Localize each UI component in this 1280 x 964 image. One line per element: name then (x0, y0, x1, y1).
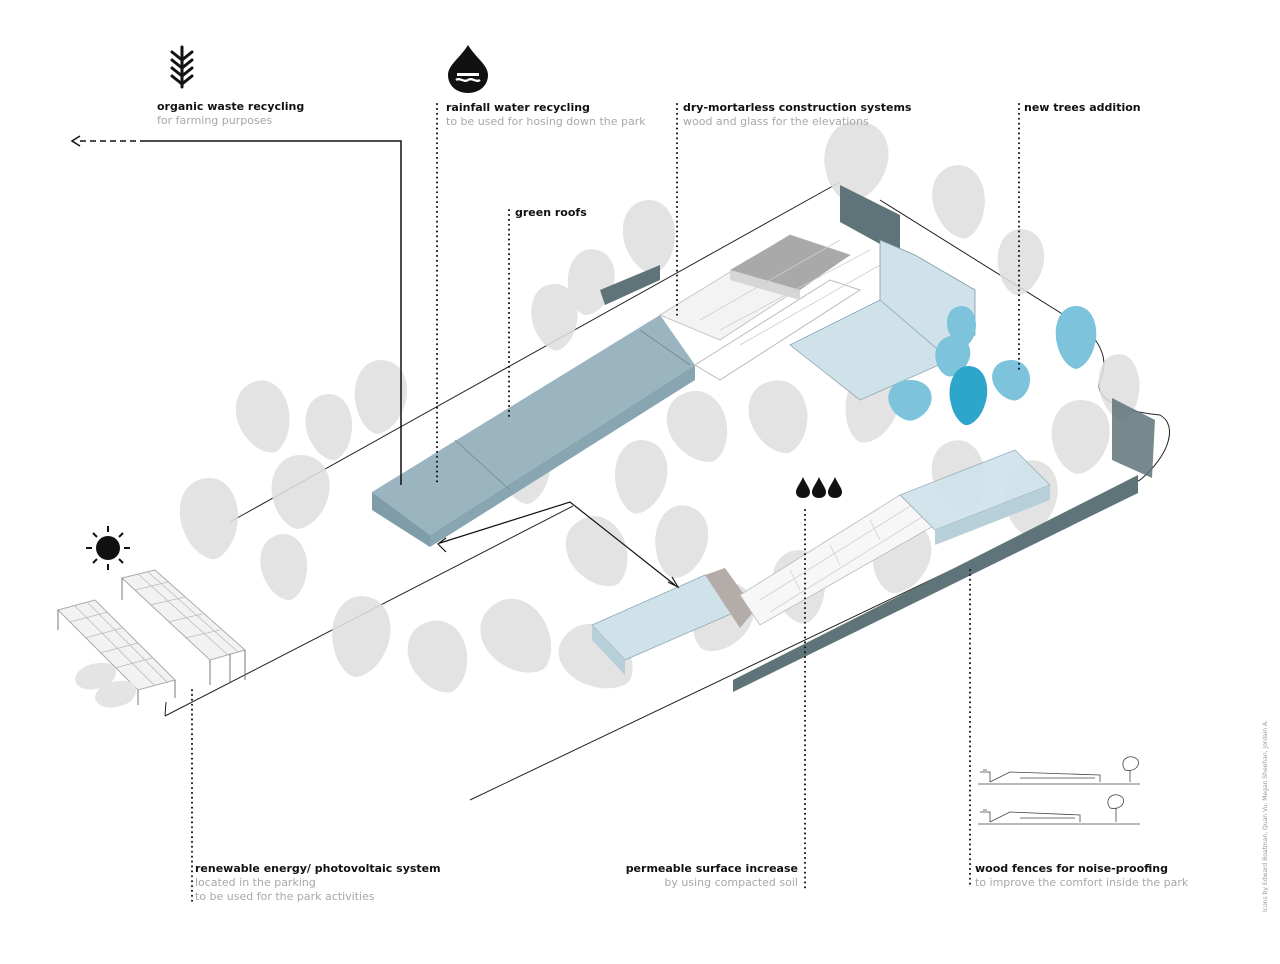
rainfall-title: rainfall water recycling (446, 101, 590, 114)
green-roof (372, 315, 695, 535)
label-construction: dry-mortarless construction systems wood… (683, 101, 911, 129)
construction-title: dry-mortarless construction systems (683, 101, 912, 114)
parking-photovoltaic (57, 569, 247, 708)
trees-title: new trees addition (1024, 101, 1141, 114)
label-wood-fences: wood fences for noise-proofing to improv… (975, 862, 1188, 890)
label-rainfall: rainfall water recycling to be used for … (446, 101, 646, 129)
north-building (372, 234, 976, 547)
wheat-icon (170, 45, 194, 89)
label-green-roofs: green roofs (515, 206, 587, 220)
wood-fences (600, 185, 1155, 692)
solar-canopy (57, 599, 176, 691)
green-roofs-title: green roofs (515, 206, 587, 219)
energy-title: renewable energy/ photovoltaic system (195, 862, 441, 875)
organic-subtitle: for farming purposes (157, 114, 273, 127)
label-new-trees: new trees addition (1024, 101, 1141, 115)
construction-subtitle: wood and glass for the elevations (683, 115, 869, 128)
raindrops-icon (796, 477, 842, 498)
energy-subtitle-2: to be used for the park activities (195, 890, 375, 903)
sun-icon (86, 526, 130, 570)
parked-cars (75, 662, 136, 708)
icon-credits: Icons by Edward Boatman, Quan Vu, Megan … (1262, 719, 1269, 912)
permeable-title: permeable surface increase (625, 862, 798, 875)
label-renewable-energy: renewable energy/ photovoltaic system lo… (195, 862, 441, 904)
label-organic-waste: organic waste recycling for farming purp… (157, 100, 304, 128)
water-drop-icon (448, 45, 488, 93)
arrows (70, 135, 680, 589)
fences-title: wood fences for noise-proofing (975, 862, 1169, 875)
fences-subtitle: to improve the comfort inside the park (975, 876, 1189, 889)
label-permeable-surface: permeable surface increase by using comp… (626, 862, 798, 890)
leader-lines (191, 103, 1020, 903)
organic-title: organic waste recycling (157, 100, 305, 113)
south-building (591, 449, 1051, 675)
permeable-subtitle: by using compacted soil (664, 876, 798, 889)
fence-section-drawings (978, 756, 1140, 825)
energy-subtitle-1: located in the parking (195, 876, 316, 889)
rainfall-subtitle: to be used for hosing down the park (446, 115, 646, 128)
